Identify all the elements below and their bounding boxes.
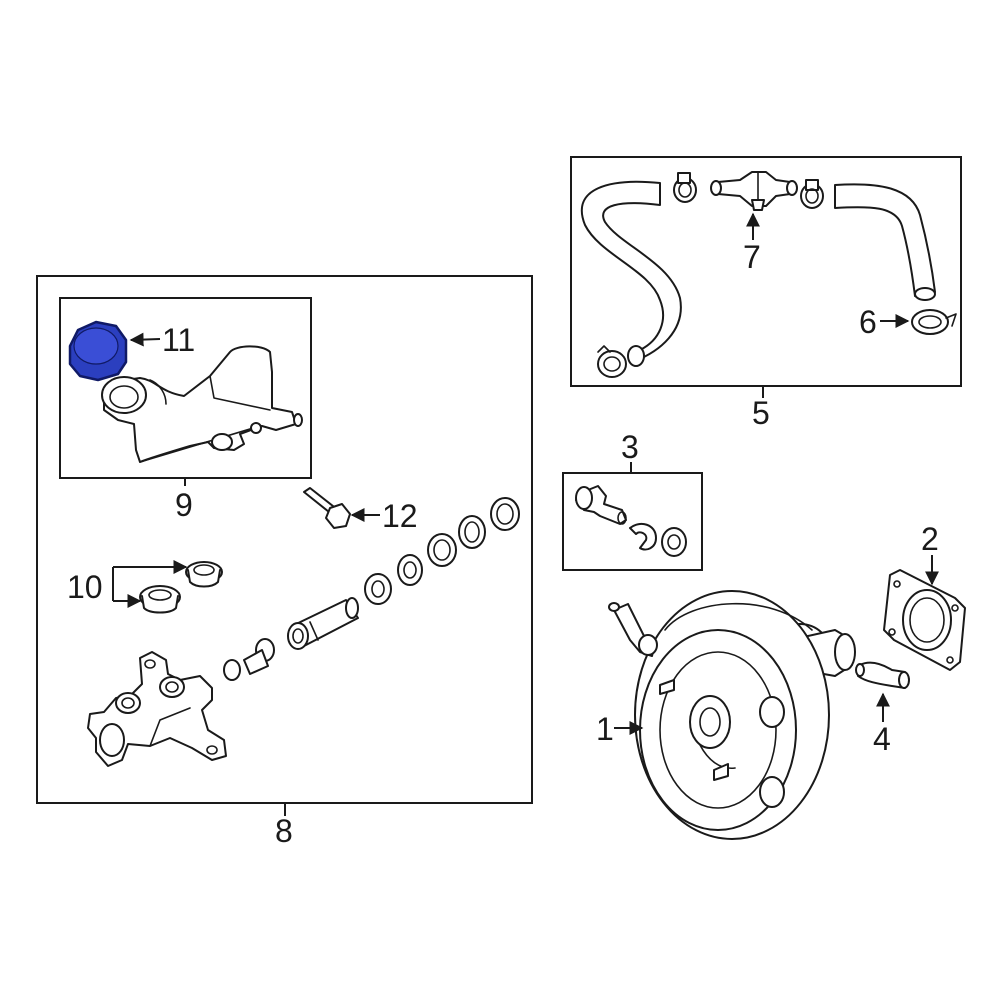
- leader-10: [112, 560, 188, 608]
- reservoir-cap[interactable]: [68, 320, 128, 382]
- box-booster-pin-kit: [562, 472, 703, 571]
- vacuum-hose-left[interactable]: [580, 180, 682, 378]
- pin-clip[interactable]: [629, 522, 657, 551]
- check-valve[interactable]: [710, 171, 798, 211]
- secondary-piston[interactable]: [223, 638, 275, 681]
- callout-2: 2: [921, 521, 939, 557]
- callout-5: 5: [752, 395, 770, 431]
- callout-7: 7: [743, 239, 761, 275]
- seal-set-right[interactable]: [364, 497, 520, 605]
- vacuum-hose-right[interactable]: [834, 183, 936, 301]
- leader-11: [129, 332, 161, 347]
- brake-booster[interactable]: [608, 590, 856, 840]
- reservoir-grommet-upper[interactable]: [185, 561, 223, 588]
- master-cylinder-body[interactable]: [87, 651, 227, 767]
- primary-piston[interactable]: [287, 597, 359, 650]
- callout-9: 9: [175, 487, 193, 523]
- callout-1: 1: [596, 711, 614, 747]
- booster-pin[interactable]: [575, 485, 627, 525]
- booster-gasket[interactable]: [883, 569, 966, 671]
- callout-11: 11: [162, 322, 195, 358]
- brake-fluid-reservoir[interactable]: [101, 345, 303, 463]
- hose-clamp-right-top[interactable]: [800, 179, 824, 209]
- box-vacuum-hose-assembly: [570, 156, 962, 387]
- mounting-bolt[interactable]: [303, 487, 351, 529]
- callout-4: 4: [873, 721, 891, 757]
- pin-washer[interactable]: [661, 527, 687, 557]
- callout-12: 12: [382, 498, 418, 534]
- vacuum-elbow[interactable]: [855, 661, 910, 689]
- hose-clamp-left-top[interactable]: [673, 172, 697, 203]
- hose-clamp-left-bottom[interactable]: [597, 345, 627, 378]
- reservoir-grommet-lower[interactable]: [139, 585, 181, 614]
- callout-3: 3: [621, 429, 639, 465]
- hose-clamp-part-6[interactable]: [911, 309, 957, 335]
- callout-10: 10: [67, 569, 103, 605]
- callout-8: 8: [275, 813, 293, 849]
- callout-6: 6: [859, 304, 877, 340]
